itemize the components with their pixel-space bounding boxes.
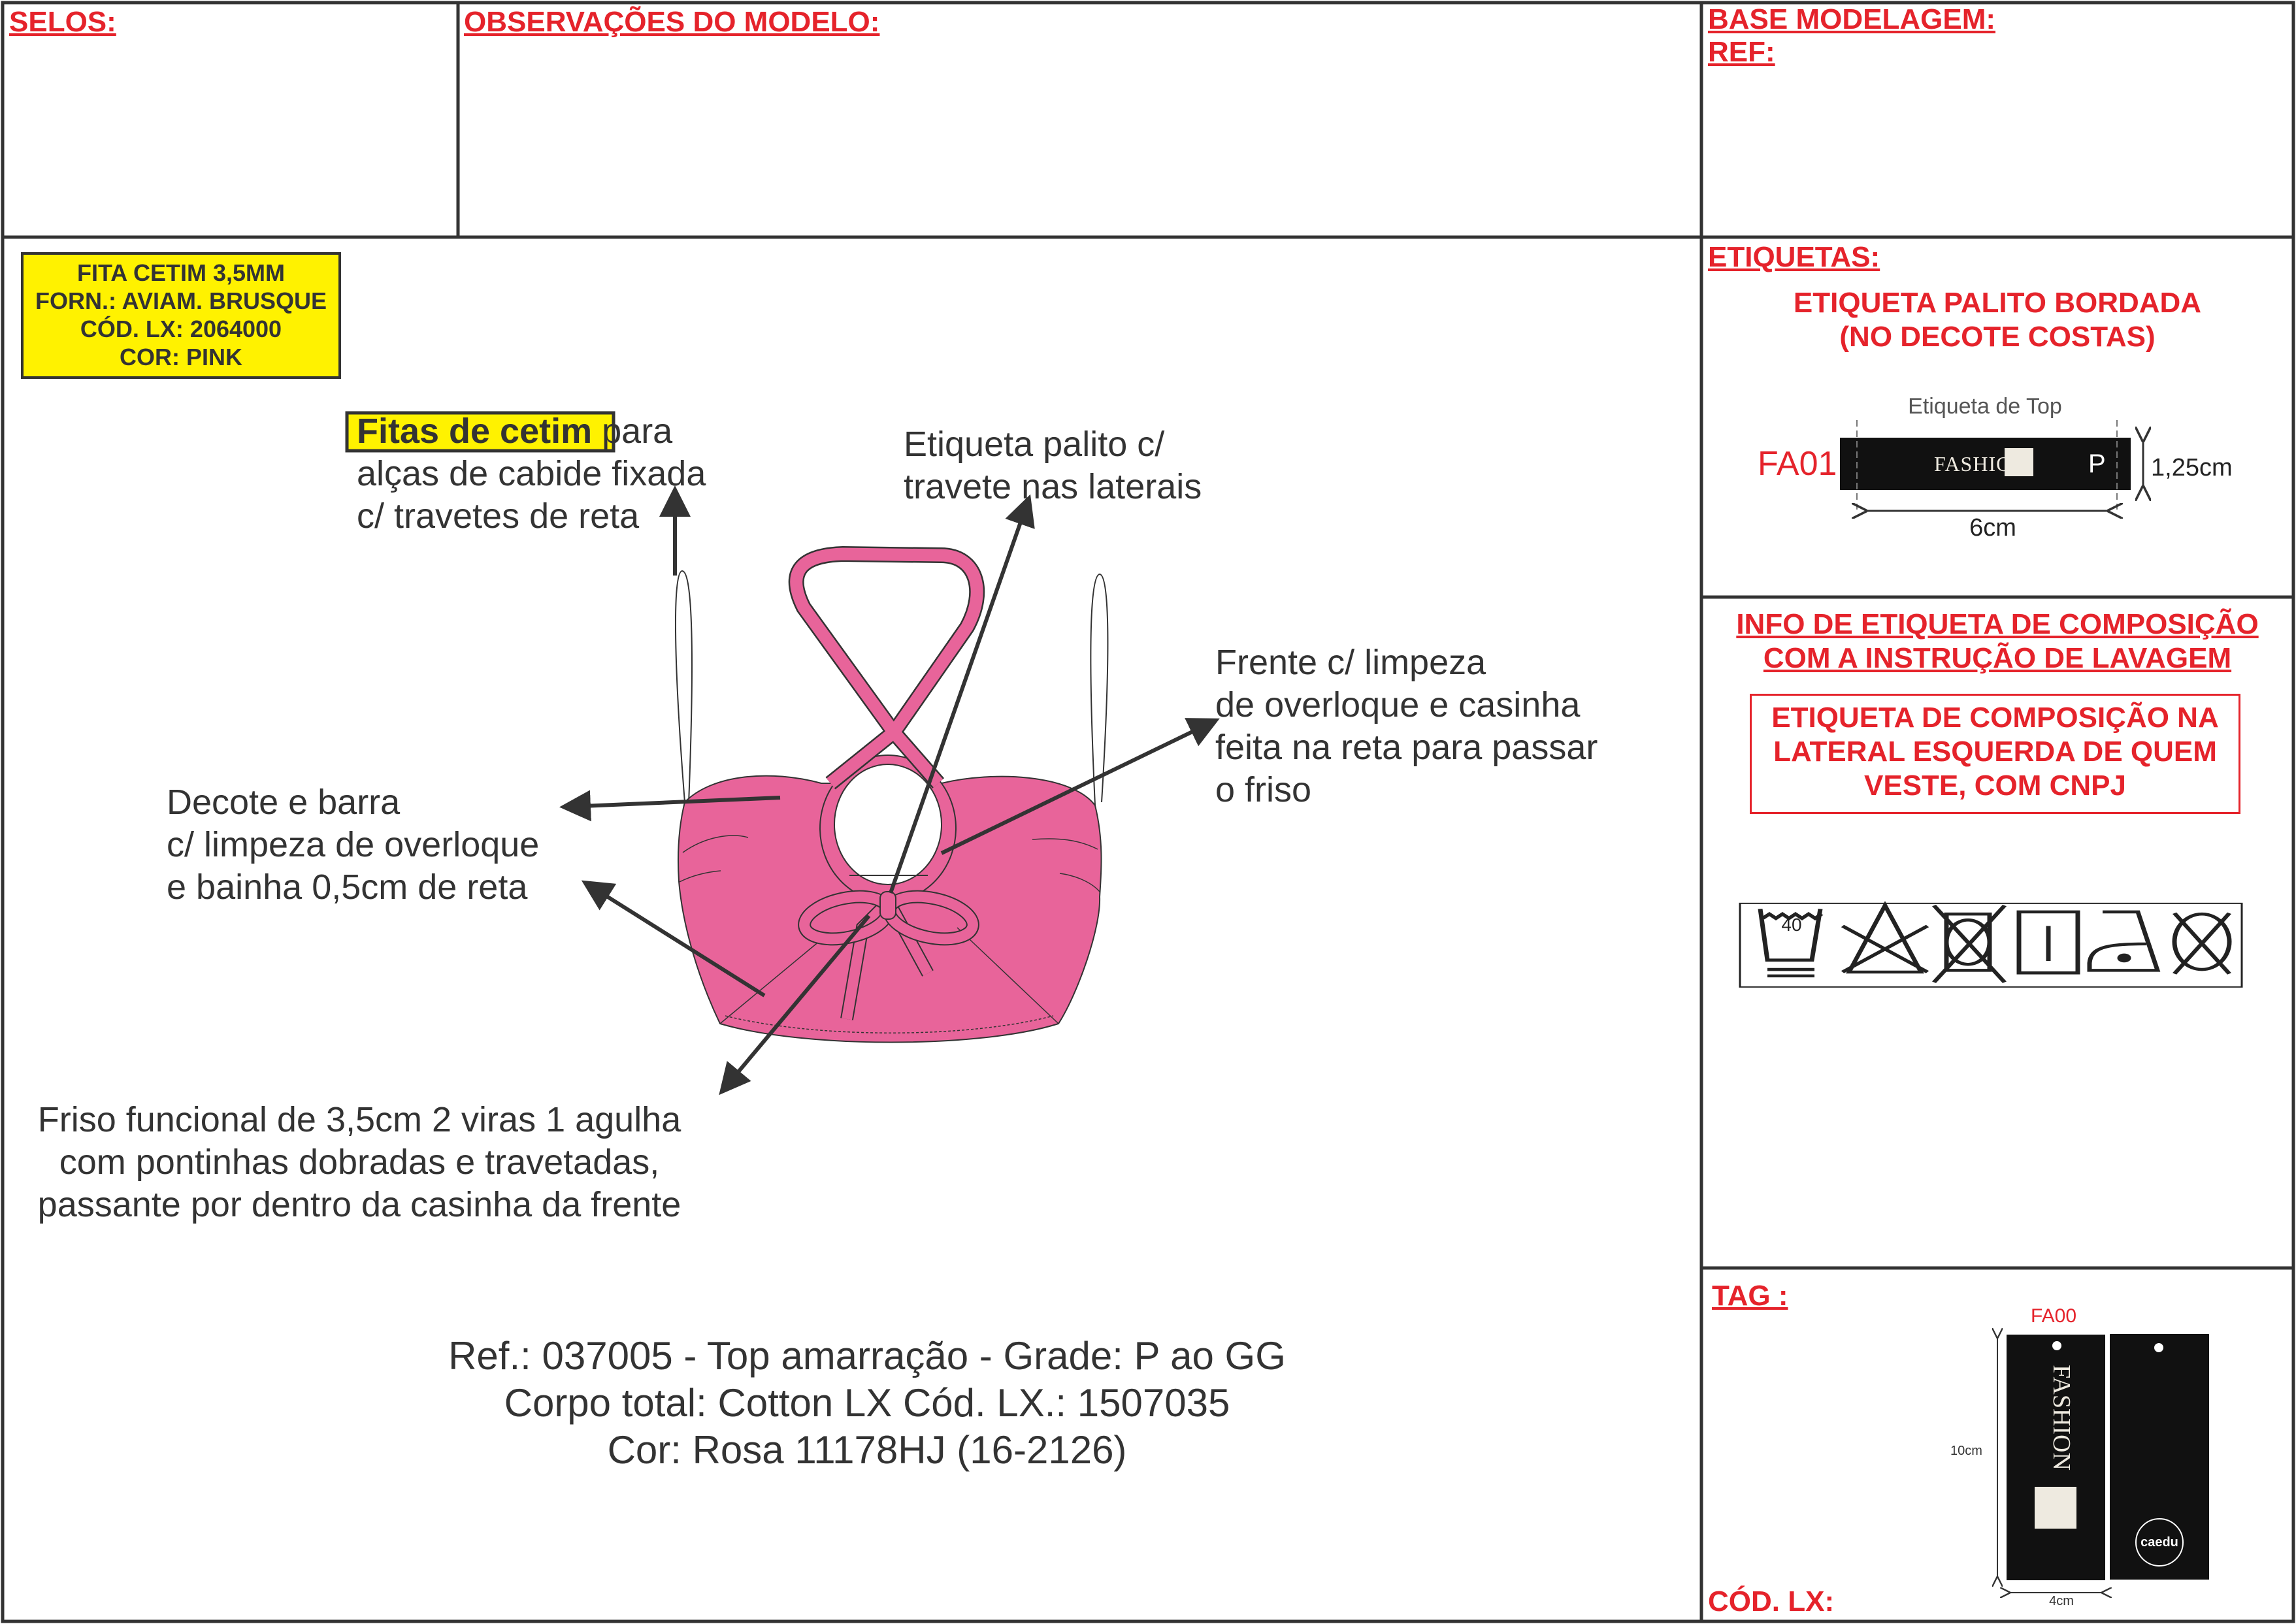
product-ref: Ref.: 037005 - Top amarração - Grade: P …: [448, 1334, 1286, 1378]
annotation-friso: Friso funcional de 3,5cm 2 viras 1 agulh…: [0, 1099, 719, 1226]
annotation-frente: Frente c/ limpeza de overloque e casinha…: [1215, 641, 1598, 811]
ref-label: REF:: [1708, 36, 1775, 68]
arrow-barra: [581, 880, 766, 998]
annotation-line: o friso: [1215, 770, 1312, 809]
etiquetas-label: ETIQUETAS:: [1708, 241, 1880, 273]
wash-temperature: 40: [1781, 915, 1802, 935]
annotation-line: Friso funcional de 3,5cm 2 viras 1 agulh…: [37, 1100, 681, 1139]
tag-back-logo: caedu: [2140, 1535, 2178, 1550]
base-modelagem-label: BASE MODELAGEM:: [1708, 3, 1995, 35]
line-dry-icon: [2016, 910, 2080, 975]
trim-info-box: [21, 252, 341, 379]
annotation-line: de overloque e casinha: [1215, 685, 1581, 724]
annotation-line: Frente c/ limpeza: [1215, 643, 1486, 682]
no-bleach-icon: [1841, 901, 1929, 974]
title-line: (NO DECOTE COSTAS): [1839, 321, 2156, 353]
annotation-line: travete nas laterais: [904, 467, 1202, 506]
halter-strap: [788, 546, 985, 790]
observacoes-label: OBSERVAÇÕES DO MODELO:: [464, 6, 880, 38]
label-height: 1,25cm: [2151, 454, 2233, 481]
trim-line: COR: PINK: [120, 344, 242, 370]
annotation-line: c/ limpeza de overloque: [167, 825, 540, 864]
trim-line: FITA CETIM 3,5MM: [77, 259, 285, 286]
care-symbols: [1739, 901, 2243, 988]
box-line: VESTE, COM CNPJ: [1864, 770, 2126, 802]
iron-low-icon: [2087, 910, 2161, 972]
tag-back: [2110, 1334, 2209, 1580]
cod-lx-label: CÓD. LX:: [1708, 1585, 1835, 1617]
tag-label: TAG :: [1712, 1280, 1788, 1312]
arrow-etiqueta-palito: [889, 494, 1035, 894]
tag-height: 10cm: [1950, 1444, 1982, 1458]
wash-40-gentle-icon: [1758, 909, 1824, 978]
no-dry-clean-icon: [2172, 912, 2232, 975]
fitas-line: para: [592, 412, 673, 451]
title-line: INFO DE ETIQUETA DE COMPOSIÇÃO: [1736, 608, 2259, 640]
label-palito-illustration: [1840, 420, 2143, 511]
etiqueta-palito-title: ETIQUETA PALITO BORDADA (NO DECOTE COSTA…: [1701, 286, 2293, 354]
fitas-line: c/ travetes de reta: [357, 496, 640, 536]
composicao-title: INFO DE ETIQUETA DE COMPOSIÇÃO COM A INS…: [1701, 608, 2293, 675]
hang-tag-illustration: [1997, 1334, 2209, 1593]
fitas-highlight: Fitas de cetim: [357, 412, 593, 451]
product-info: Ref.: 037005 - Top amarração - Grade: P …: [344, 1333, 1390, 1474]
trim-info-text: FITA CETIM 3,5MM FORN.: AVIAM. BRUSQUE C…: [22, 259, 340, 371]
label-brand: FASHION: [1934, 452, 2028, 476]
arrow-decote: [559, 790, 781, 822]
annotation-etiqueta-palito: Etiqueta palito c/ travete nas laterais: [904, 423, 1202, 508]
box-line: LATERAL ESQUERDA DE QUEM: [1773, 736, 2217, 768]
annotation-line: com pontinhas dobradas e travetadas,: [59, 1143, 660, 1182]
annotation-line: e bainha 0,5cm de reta: [167, 868, 528, 907]
annotation-decote: Decote e barra c/ limpeza de overloque e…: [167, 781, 539, 909]
annotation-fitas: Fitas de cetim para alças de cabide fixa…: [357, 410, 706, 538]
keyhole-opening: [834, 764, 942, 885]
selos-label: SELOS:: [9, 6, 116, 38]
trim-line: CÓD. LX: 2064000: [80, 316, 282, 342]
annotation-line: passante por dentro da casinha da frente: [37, 1185, 681, 1224]
label-code: FA01: [1758, 445, 1837, 483]
hanger-strap-left: [674, 570, 693, 804]
product-fabric: Corpo total: Cotton LX Cód. LX.: 1507035: [504, 1381, 1230, 1425]
tag-code: FA00: [2030, 1305, 2077, 1327]
label-width: 6cm: [1969, 514, 2016, 542]
tag-brand: FASHION: [2048, 1365, 2075, 1470]
fitas-highlight-box: [345, 411, 615, 453]
box-line: ETIQUETA DE COMPOSIÇÃO NA: [1771, 702, 2219, 734]
hanger-strap-right: [1090, 573, 1109, 806]
arrow-friso: [719, 915, 871, 1096]
annotation-line: Decote e barra: [167, 783, 401, 822]
label-caption: Etiqueta de Top: [1908, 394, 2062, 419]
fitas-line: alças de cabide fixada: [357, 454, 706, 493]
label-size: P: [2088, 449, 2106, 478]
annotation-arrows: [559, 485, 1220, 1096]
arrow-frente: [940, 718, 1220, 855]
no-tumble-dry-icon: [1931, 904, 2007, 983]
composicao-box: ETIQUETA DE COMPOSIÇÃO NA LATERAL ESQUER…: [1750, 694, 2240, 814]
trim-line: FORN.: AVIAM. BRUSQUE: [35, 287, 327, 314]
caedu-logo-circle: [2135, 1518, 2184, 1567]
title-line: ETIQUETA PALITO BORDADA: [1793, 287, 2202, 319]
product-color: Cor: Rosa 11178HJ (16-2126): [607, 1428, 1127, 1472]
title-line: COM A INSTRUÇÃO DE LAVAGEM: [1763, 642, 2232, 674]
annotation-line: Etiqueta palito c/: [904, 425, 1165, 464]
tag-width: 4cm: [2049, 1594, 2074, 1608]
annotation-line: feita na reta para passar: [1215, 728, 1598, 767]
tag-front: [2007, 1335, 2105, 1580]
